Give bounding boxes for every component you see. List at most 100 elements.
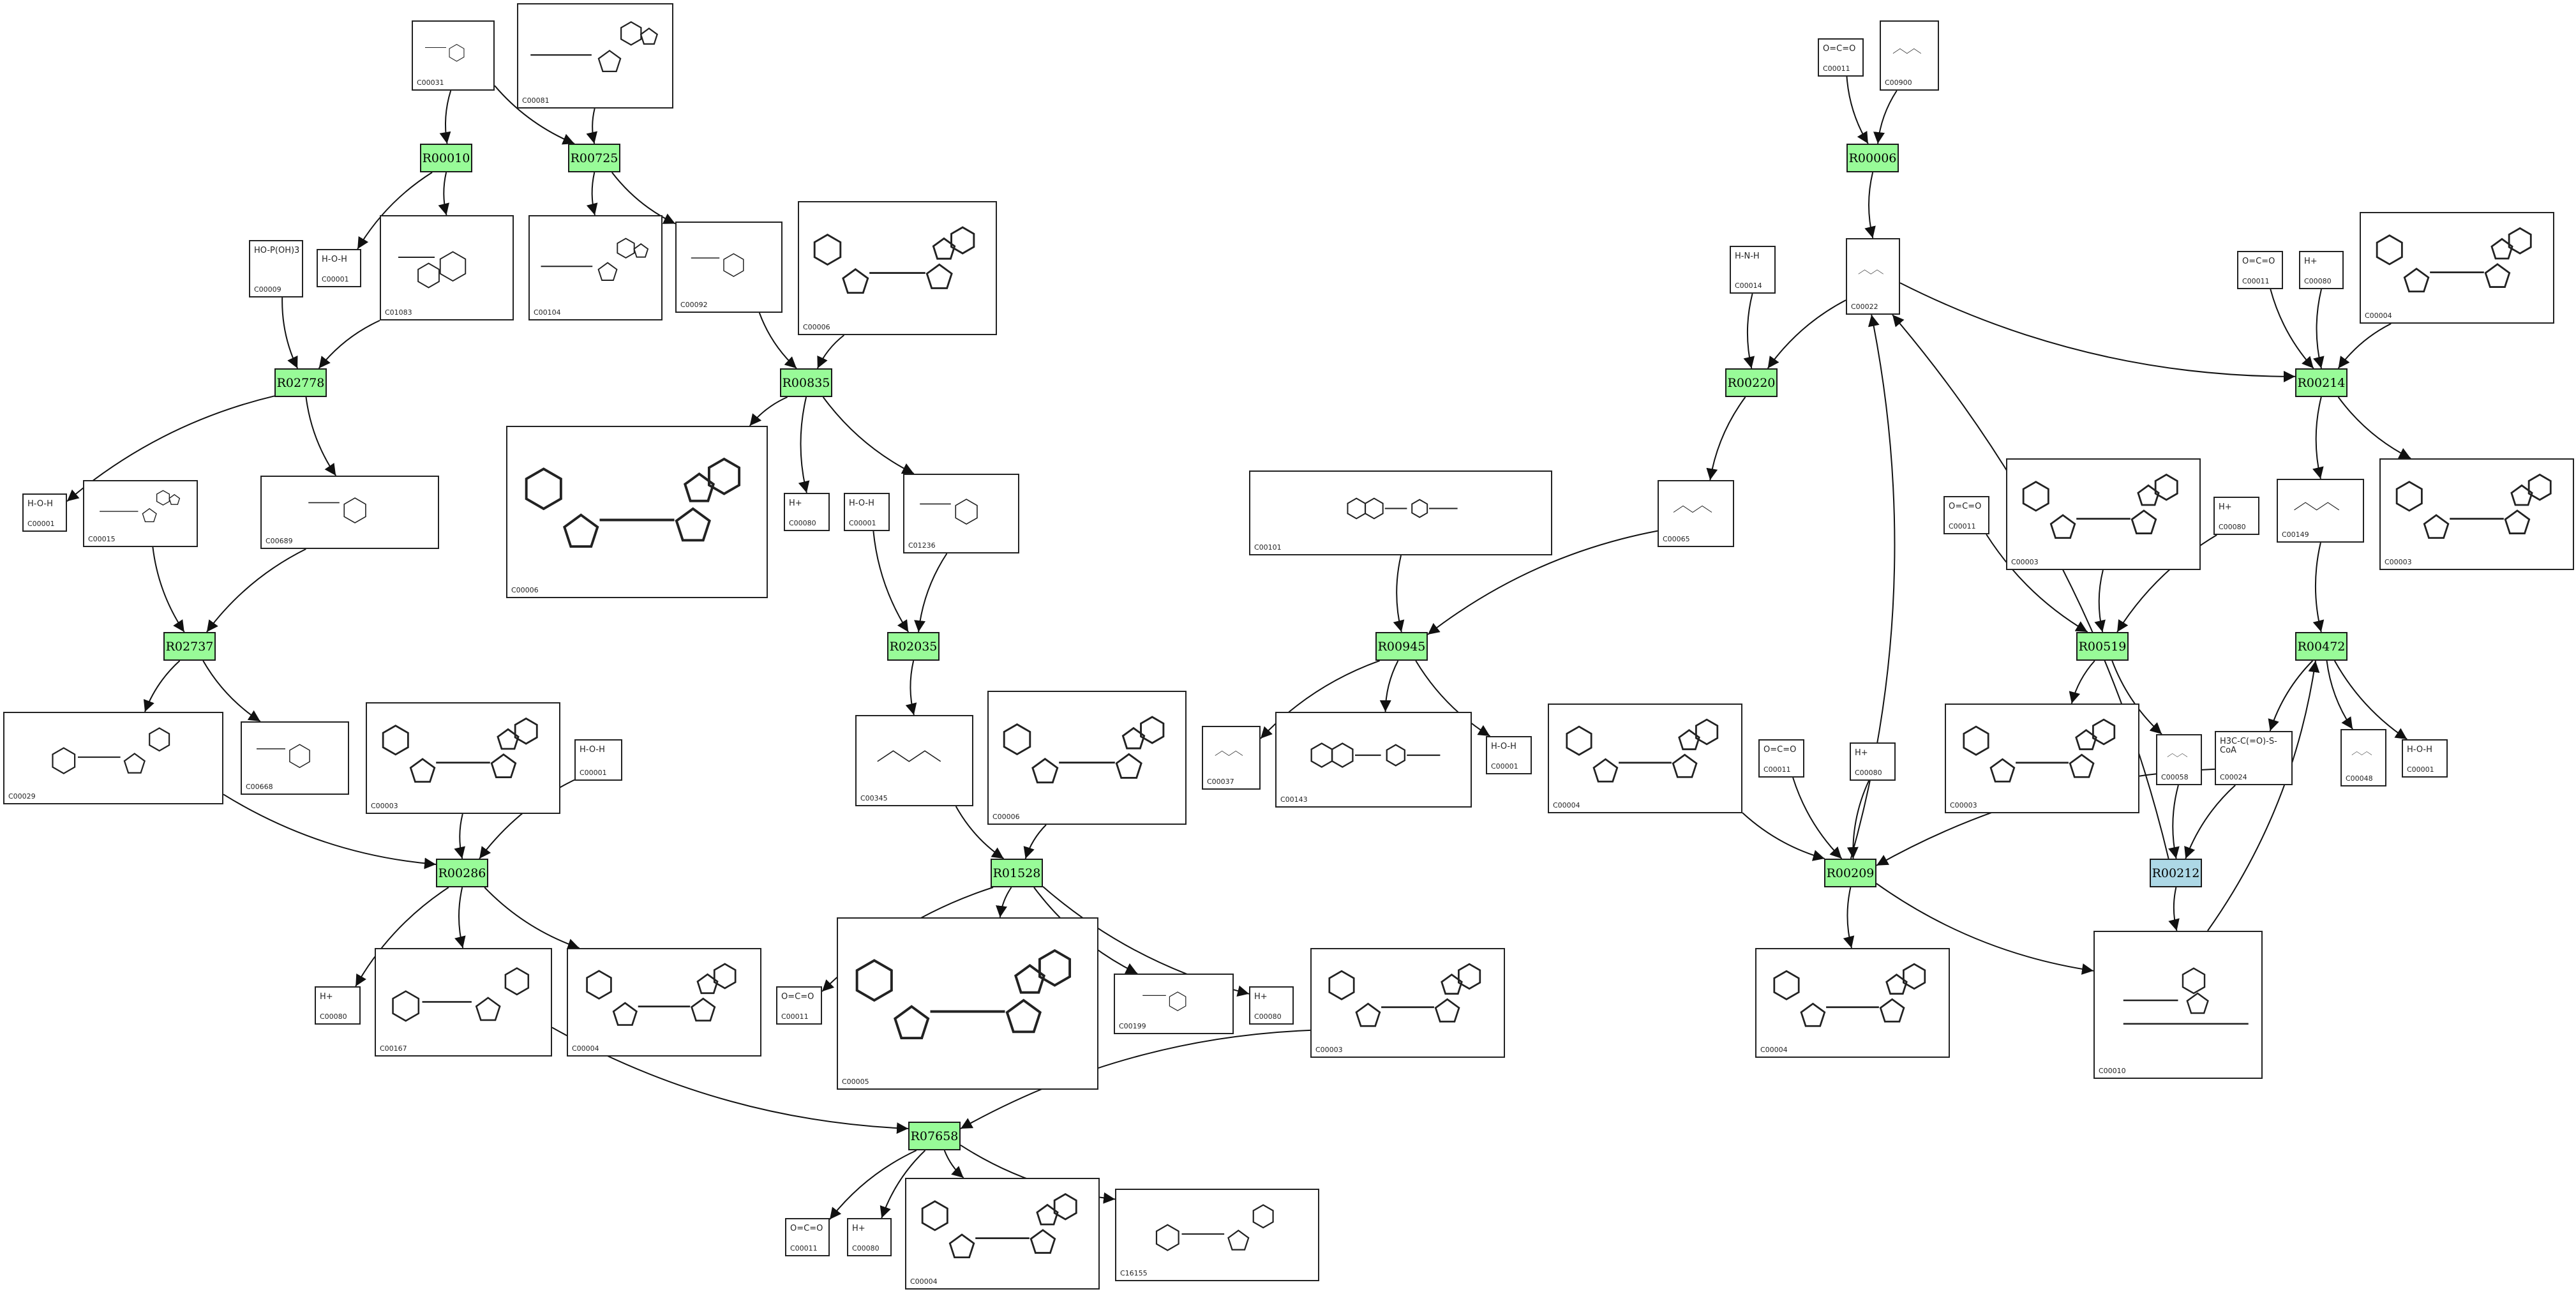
compound-node[interactable]: H+C00080 xyxy=(2299,251,2344,289)
compound-node[interactable]: C01083 xyxy=(380,215,514,320)
compound-node[interactable]: C00006 xyxy=(987,691,1187,825)
reaction-node[interactable]: R00010 xyxy=(420,144,472,172)
compound-node[interactable]: C00065 xyxy=(1658,480,1734,547)
compound-id-label: C00081 xyxy=(522,96,550,105)
reaction-node[interactable]: R00519 xyxy=(2076,632,2129,661)
compound-node[interactable]: C00006 xyxy=(506,426,768,598)
compound-node[interactable]: C00143 xyxy=(1275,712,1472,808)
compound-node[interactable]: C00004 xyxy=(567,948,761,1057)
reaction-edge xyxy=(914,553,948,633)
reaction-edge xyxy=(880,1150,926,1219)
compound-node[interactable]: C00037 xyxy=(1202,726,1261,790)
compound-node[interactable]: H+C00080 xyxy=(315,986,361,1025)
compound-id-label: C00003 xyxy=(1315,1046,1343,1054)
compound-id-label: C00011 xyxy=(781,1012,809,1021)
compound-id-label: C00080 xyxy=(852,1244,880,1253)
compound-node[interactable]: C00003 xyxy=(1945,703,2139,813)
reaction-edge xyxy=(318,320,380,369)
compound-node[interactable]: C00003 xyxy=(1310,948,1505,1058)
compound-node[interactable]: C00003 xyxy=(366,702,560,814)
compound-node[interactable]: C00101 xyxy=(1249,470,1552,555)
compound-node[interactable]: C00004 xyxy=(905,1178,1100,1290)
compound-node[interactable]: C00015 xyxy=(83,480,198,547)
reaction-node[interactable]: R00472 xyxy=(2295,632,2348,661)
compound-node[interactable]: C00003 xyxy=(2379,458,2574,570)
compound-node[interactable]: C00006 xyxy=(798,201,997,335)
compound-node[interactable]: C00029 xyxy=(3,712,223,804)
reaction-node[interactable]: R07658 xyxy=(908,1122,961,1150)
compound-node[interactable]: C00048 xyxy=(2340,729,2386,786)
reaction-node[interactable]: R00006 xyxy=(1846,144,1899,172)
compound-node[interactable]: H+C00080 xyxy=(1249,986,1294,1025)
compound-node[interactable]: C00022 xyxy=(1846,238,1900,315)
compound-node[interactable]: C00005 xyxy=(837,917,1098,1090)
structure-diagram xyxy=(1120,980,1227,1019)
compound-node[interactable]: C00004 xyxy=(2360,212,2554,324)
compound-node[interactable]: C01236 xyxy=(903,474,1019,553)
compound-id-label: C00101 xyxy=(1254,543,1282,552)
compound-node[interactable]: C00689 xyxy=(260,476,439,549)
compound-node[interactable]: C00031 xyxy=(412,20,495,91)
reaction-edge xyxy=(2116,534,2217,633)
compound-node[interactable]: C00668 xyxy=(241,721,349,795)
compound-id-label: C00014 xyxy=(1735,282,1762,290)
structure-diagram xyxy=(2162,741,2196,770)
reaction-node[interactable]: R00286 xyxy=(436,859,488,887)
compound-node[interactable]: C00104 xyxy=(528,215,663,320)
compound-node[interactable]: C00081 xyxy=(517,3,673,109)
compound-formula: H-O-H xyxy=(2407,745,2432,755)
reaction-node[interactable]: R00220 xyxy=(1725,368,1778,397)
reaction-node[interactable]: R00725 xyxy=(568,144,620,172)
compound-node[interactable]: C00149 xyxy=(2277,479,2364,543)
compound-node[interactable]: H-N-H C00014 xyxy=(1730,246,1776,294)
compound-formula: H-N-H xyxy=(1735,252,1760,261)
reaction-edge xyxy=(611,172,676,225)
compound-node[interactable]: C00004 xyxy=(1548,703,1742,813)
compound-node[interactable]: C00058 xyxy=(2156,734,2202,785)
compound-node[interactable]: H+C00080 xyxy=(1850,742,1896,781)
compound-id-label: C00011 xyxy=(1764,765,1791,774)
structure-diagram xyxy=(2366,218,2548,308)
reaction-edge xyxy=(1427,530,1658,635)
reaction-node[interactable]: R02737 xyxy=(163,632,216,661)
compound-node[interactable]: C00167 xyxy=(375,948,552,1057)
compound-node[interactable]: H+C00080 xyxy=(784,493,830,531)
compound-node[interactable]: C00004 xyxy=(1755,948,1950,1058)
reaction-node[interactable]: R01528 xyxy=(991,859,1043,887)
reaction-node[interactable]: R02778 xyxy=(274,368,327,397)
reaction-node[interactable]: R00945 xyxy=(1375,632,1428,661)
compound-node[interactable]: C00092 xyxy=(675,222,783,313)
reaction-node[interactable]: R00209 xyxy=(1824,859,1876,887)
compound-node[interactable]: C16155 xyxy=(1115,1189,1319,1281)
compound-id-label: C00024 xyxy=(2220,773,2247,781)
compound-id-label: C00003 xyxy=(1950,801,1977,809)
compound-id-label: C00031 xyxy=(417,79,444,87)
compound-node[interactable]: C00199 xyxy=(1114,974,1234,1034)
reaction-edge xyxy=(494,85,575,145)
reaction-node[interactable]: R00212 xyxy=(2150,859,2202,887)
compound-node[interactable]: C00900 xyxy=(1880,20,1939,91)
compound-node[interactable]: C00003 xyxy=(2006,458,2201,570)
reaction-node[interactable]: R00835 xyxy=(780,368,832,397)
compound-node[interactable]: H+C00080 xyxy=(2213,497,2259,535)
compound-node[interactable]: C00010 xyxy=(2093,931,2263,1079)
reaction-node[interactable]: R00214 xyxy=(2295,368,2348,397)
compound-node[interactable]: C00345 xyxy=(855,715,973,806)
reaction-node[interactable]: R02035 xyxy=(887,632,940,661)
compound-node[interactable]: H+C00080 xyxy=(847,1218,892,1256)
